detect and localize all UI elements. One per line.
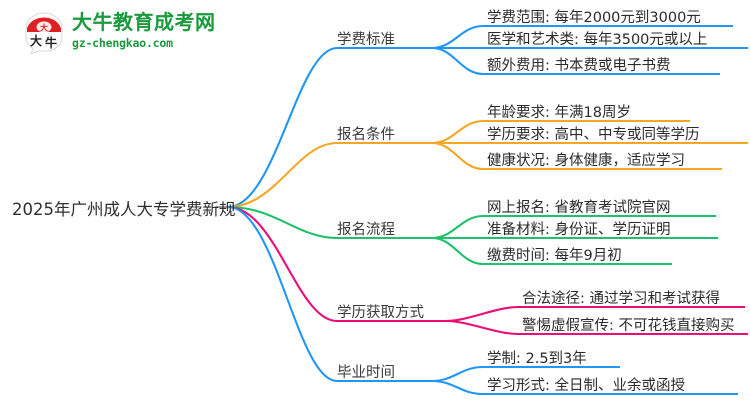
branch-node[interactable]: 报名流程 (337, 222, 395, 238)
svg-text:牛: 牛 (45, 35, 57, 50)
branch-connector (226, 46, 434, 209)
leaf-node[interactable]: 健康状况: 身体健康，适应学习 (487, 153, 685, 169)
leaf-node[interactable]: 学费范围: 每年2000元到3000元 (487, 10, 701, 26)
leaf-node[interactable]: 学制: 2.5到3年 (487, 351, 587, 367)
leaf-node[interactable]: 网上报名: 省教育考试院官网 (487, 200, 671, 216)
leaf-node[interactable]: 额外费用: 书本费或电子书费 (487, 58, 671, 74)
branch-connector (226, 205, 434, 383)
branch-node[interactable]: 学历获取方式 (337, 305, 424, 321)
root-node[interactable]: 2025年广州成人大专学费新规 (12, 200, 236, 219)
logo-name-cn: 大牛教育成考网 (72, 10, 216, 34)
branch-node[interactable]: 毕业时间 (337, 365, 395, 381)
svg-text:大: 大 (30, 33, 42, 48)
branch-node[interactable]: 学费标准 (337, 32, 395, 48)
leaf-node[interactable]: 准备材料: 身份证、学历证明 (487, 222, 671, 238)
svg-text:大: 大 (40, 23, 48, 33)
site-logo[interactable]: 大 大 牛 大牛教育成考网 gz-chengkao.com (22, 8, 215, 56)
daniu-logo-icon: 大 大 牛 (25, 12, 63, 54)
branch-connector (226, 141, 434, 209)
branch-node[interactable]: 报名条件 (337, 127, 395, 143)
logo-name-en: gz-chengkao.com (72, 36, 173, 50)
leaf-node[interactable]: 医学和艺术类: 每年3500元或以上 (487, 32, 708, 48)
leaf-node[interactable]: 警惕虚假宣传: 不可花钱直接购买 (522, 318, 735, 334)
leaf-node[interactable]: 学习形式: 全日制、业余或函授 (487, 378, 685, 394)
leaf-node[interactable]: 学历要求: 高中、中专或同等学历 (487, 127, 700, 143)
logo-text-block: 大牛教育成考网 gz-chengkao.com (72, 11, 216, 51)
branch-connector (226, 205, 434, 240)
leaf-node[interactable]: 缴费时间: 每年9月初 (487, 248, 622, 264)
leaf-node[interactable]: 合法途径: 通过学习和考试获得 (522, 291, 720, 307)
leaf-node[interactable]: 年龄要求: 年满18周岁 (487, 105, 631, 121)
